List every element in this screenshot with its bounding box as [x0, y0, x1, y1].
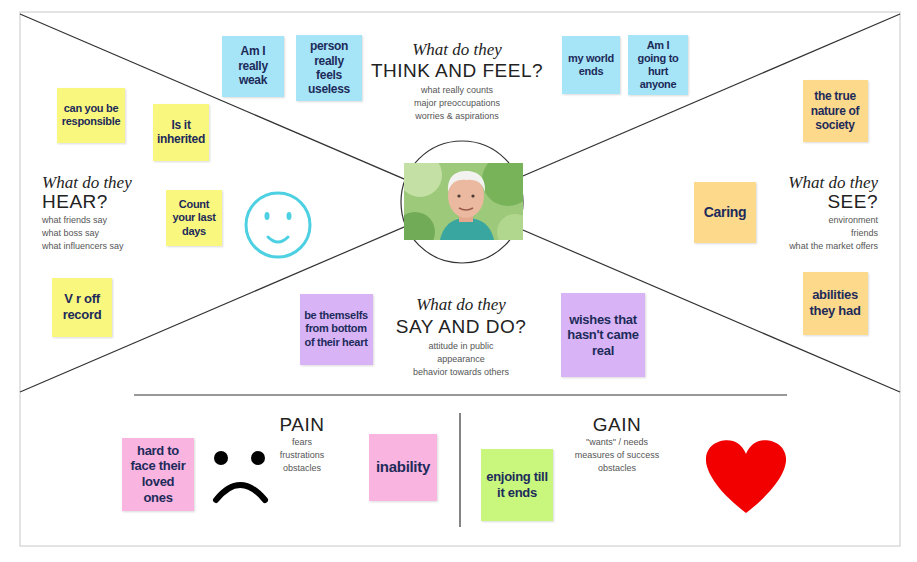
- sticky-note: wishes that hasn't came real: [561, 293, 645, 377]
- persona-photo: [404, 163, 523, 240]
- divider-line: [20, 14, 900, 392]
- sticky-note: my world ends: [562, 36, 620, 94]
- divider-line: [20, 14, 900, 392]
- section-heading: HEAR?: [42, 191, 108, 213]
- sticky-note: the true nature of society: [803, 80, 868, 142]
- sticky-text: abilities they had: [807, 287, 864, 318]
- sticky-note: Count your last days: [166, 190, 222, 246]
- sticky-text: Count your last days: [170, 198, 218, 238]
- section-hint: environment: [828, 214, 878, 226]
- section-prompt: What do they: [416, 295, 506, 315]
- section-prompt: What do they: [412, 40, 502, 60]
- section-hint: obstacles: [283, 462, 321, 474]
- sticky-note: enjoing till it ends: [481, 449, 553, 521]
- smiley-icon: [246, 193, 310, 257]
- sticky-note: can you be responsible: [57, 88, 125, 143]
- sticky-note: abilities they had: [803, 272, 868, 335]
- sticky-note: inability: [369, 434, 437, 501]
- section-prompt: What do they: [42, 173, 132, 193]
- sticky-text: Am I going to hurt anyone: [632, 39, 684, 92]
- section-hint: measures of success: [575, 449, 660, 461]
- sticky-note: Am I going to hurt anyone: [628, 35, 688, 96]
- sticky-text: inability: [373, 458, 433, 476]
- sticky-text: wishes that hasn't came real: [565, 312, 641, 359]
- sticky-text: enjoing till it ends: [485, 469, 549, 500]
- sticky-text: Is it inherited: [157, 118, 205, 147]
- section-hint: what really counts: [421, 84, 493, 96]
- section-prompt: What do they: [788, 173, 878, 193]
- section-hint: obstacles: [598, 462, 636, 474]
- section-hint: what the market offers: [789, 240, 878, 252]
- sticky-text: the true nature of society: [807, 89, 864, 132]
- sticky-note: hard to face their loved ones: [122, 438, 194, 511]
- sticky-text: can you be responsible: [61, 102, 121, 128]
- divider-line: [459, 413, 460, 527]
- sticky-text: Am I really weak: [226, 44, 280, 87]
- section-hint: what friends say: [42, 214, 107, 226]
- sticky-text: person really feels useless: [300, 39, 358, 97]
- sticky-text: Caring: [698, 204, 752, 221]
- section-hint: friends: [851, 227, 878, 239]
- sticky-note: Caring: [694, 182, 756, 243]
- section-hint: frustrations: [280, 449, 325, 461]
- section-hint: behavior towards others: [413, 366, 509, 378]
- sticky-note: be themselfs from bottom of their heart: [300, 294, 373, 365]
- section-hint: fears: [292, 436, 312, 448]
- sticky-note: person really feels useless: [296, 35, 362, 101]
- section-heading: SEE?: [827, 191, 878, 213]
- section-hint: attitude in public: [428, 340, 493, 352]
- frame: [20, 12, 900, 546]
- sticky-text: hard to face their loved ones: [126, 443, 190, 505]
- sticky-note: V r off record: [52, 278, 112, 337]
- sticky-note: Am I really weak: [222, 36, 284, 97]
- section-heading: PAIN: [280, 414, 325, 436]
- sad-face-icon: [214, 451, 265, 500]
- sticky-note: Is it inherited: [153, 104, 209, 161]
- section-heading: GAIN: [593, 414, 641, 436]
- section-hint: "wants" / needs: [586, 436, 648, 448]
- section-hint: what boss say: [42, 227, 99, 239]
- heart-icon: [706, 440, 786, 513]
- section-heading: THINK AND FEEL?: [371, 60, 543, 82]
- divider-line: [134, 394, 787, 395]
- sticky-text: V r off record: [56, 291, 108, 322]
- section-heading: SAY AND DO?: [396, 316, 526, 338]
- section-hint: appearance: [437, 353, 485, 365]
- section-hint: major preoccupations: [414, 97, 500, 109]
- sticky-text: be themselfs from bottom of their heart: [304, 309, 369, 349]
- section-hint: what influencers say: [42, 240, 124, 252]
- section-hint: worries & aspirations: [415, 110, 499, 122]
- sticky-text: my world ends: [566, 52, 616, 78]
